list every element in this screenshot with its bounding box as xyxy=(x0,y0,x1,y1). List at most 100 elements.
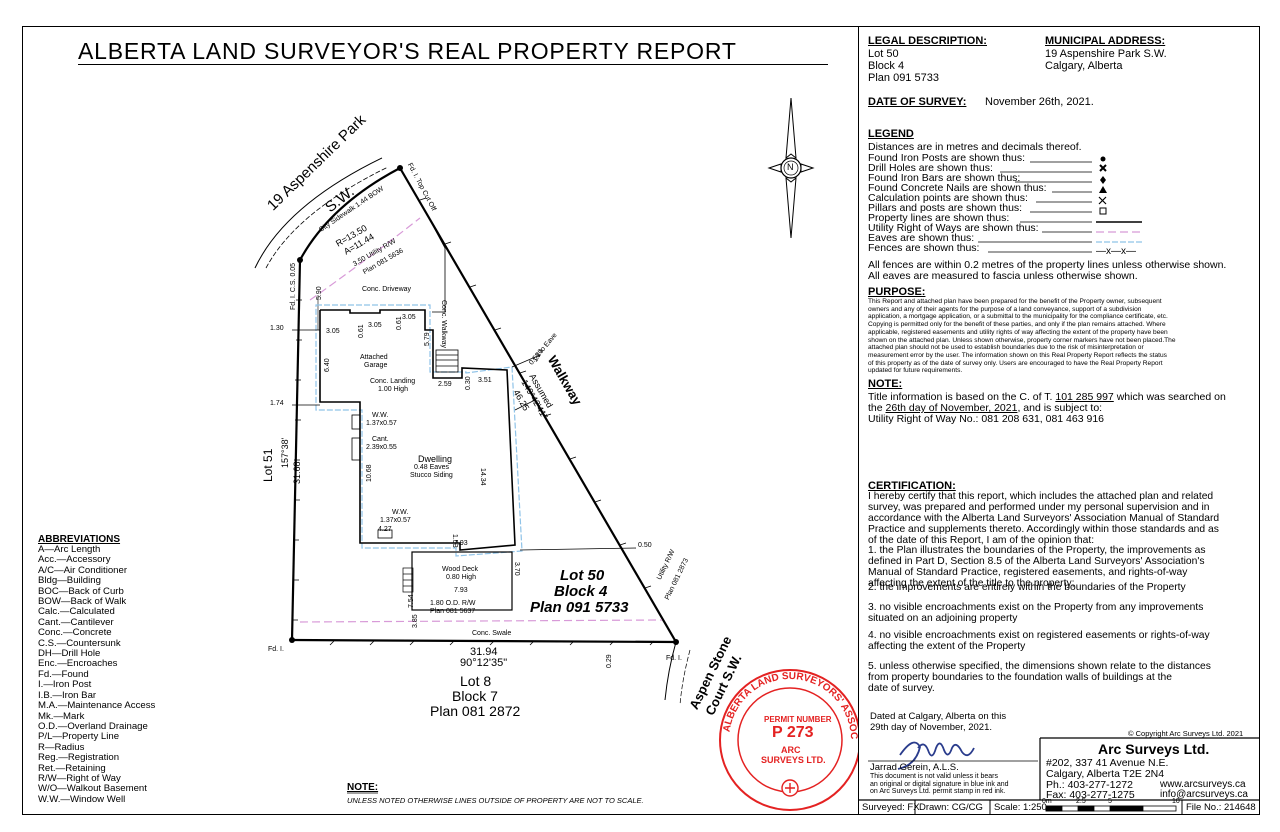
company-address-2: Calgary, Alberta T2E 2N4 xyxy=(1046,768,1165,780)
footer-scale: Scale: 1:250 xyxy=(994,802,1047,813)
od-rw-label: 1.80 O.D. R/W xyxy=(430,600,476,607)
dim-6-40: 6.40 xyxy=(324,358,331,372)
stamp-number: P 273 xyxy=(772,724,814,741)
lot51-label: Lot 51 xyxy=(261,448,275,482)
garage-label-1: Attached xyxy=(360,354,388,361)
landing-label-2: 1.00 High xyxy=(378,386,408,393)
company-phone: Ph.: 403-277-1272 xyxy=(1046,779,1133,791)
footer-surveyed: Surveyed: FX xyxy=(862,802,920,813)
dim-3-05-b: 3.05 xyxy=(368,322,382,329)
municipal-line-1: 19 Aspenshire Park S.W. xyxy=(1045,48,1167,60)
note-line-1: Title information is based on the C. of … xyxy=(868,391,1226,403)
footer-drawn: Drawn: CG/CG xyxy=(919,802,983,813)
certification-item-5: 5. unless otherwise specified, the dimen… xyxy=(868,661,1211,694)
company-name: Arc Surveys Ltd. xyxy=(1098,741,1210,757)
utility-rw-bottom xyxy=(299,619,663,623)
found-iron-left: Fd. I. C.S. 0.05 xyxy=(290,262,297,310)
abbreviation-item: W/O—Walkout Basement xyxy=(38,783,147,795)
house-foundation xyxy=(319,309,516,551)
cantilever xyxy=(351,437,361,461)
abbreviation-item: DH—Drill Hole xyxy=(38,648,101,660)
lot50-label: Lot 50 xyxy=(560,567,605,584)
dim-3-51: 3.51 xyxy=(478,377,492,384)
abbreviation-item: O.D.—Overland Drainage xyxy=(38,720,148,732)
abbreviation-item: A/C—Air Conditioner xyxy=(38,564,128,576)
window-well-1-label: W.W. xyxy=(372,412,389,419)
bottom-distance: 31.94 xyxy=(470,646,498,658)
abbreviation-item: Mk.—Mark xyxy=(38,710,85,722)
abbreviation-item: I.B.—Iron Bar xyxy=(38,689,97,701)
scale-tick-3: 10 xyxy=(1172,798,1180,805)
certification-item-2: 2. the improvements are entirely within … xyxy=(868,582,1186,593)
stamp-firm-1: ARC xyxy=(781,745,801,755)
cantilever-size: 2.39x0.55 xyxy=(366,444,397,451)
block7-label: Block 7 xyxy=(452,688,498,704)
dim-0-61-a: 0.61 xyxy=(358,324,365,338)
stamp-firm-2: SURVEYS LTD. xyxy=(761,755,826,765)
legend-item: Found Concrete Nails are shown thus: xyxy=(868,182,1047,194)
municipal-line-2: Calgary, Alberta xyxy=(1045,60,1123,72)
abbreviation-item: C.S.—Countersunk xyxy=(38,637,121,649)
survey-date-heading: DATE OF SURVEY: xyxy=(868,96,967,108)
dim-1-30: 1.30 xyxy=(270,325,284,332)
company-web[interactable]: www.arcsurveys.ca xyxy=(1160,779,1246,790)
window-well-2 xyxy=(377,529,393,539)
abbreviation-item: Bldg—Building xyxy=(38,575,101,587)
abbreviation-item: M.A.—Maintenance Access xyxy=(38,700,156,712)
certification-item-1: 1. the Plan illustrates the boundaries o… xyxy=(868,545,1206,589)
dim-10-68: 10.68 xyxy=(366,464,373,482)
company-email[interactable]: info@arcsurveys.ca xyxy=(1160,789,1248,800)
legal-lot: Lot 50 xyxy=(868,48,899,60)
dim-5-79: 5.79 xyxy=(424,332,431,346)
plan50-label: Plan 091 5733 xyxy=(530,599,629,616)
certification-intro: I hereby certify that this report, which… xyxy=(868,491,1220,546)
od-plan-label: Plan 081 5637 xyxy=(430,608,476,615)
purpose-text: This Report and attached plan have been … xyxy=(868,298,1176,375)
north-label: N xyxy=(787,162,794,172)
window-well-2-size: 1.37x0.57 xyxy=(380,517,411,524)
window-well-1 xyxy=(351,414,361,430)
abbreviation-item: Conc.—Concrete xyxy=(38,627,112,639)
dim-7-93-b: 7.93 xyxy=(454,587,468,594)
title-underline xyxy=(78,64,828,65)
legend-item: Eaves are shown thus: xyxy=(868,232,975,244)
abbreviations-heading: ABBREVIATIONS xyxy=(38,534,121,545)
survey-markers xyxy=(289,165,679,645)
dim-7-54: 7.54 xyxy=(408,594,415,608)
dim-4-27: 4.27 xyxy=(378,526,392,533)
certification-item-3: 3. no visible encroachments exist on the… xyxy=(868,602,1204,624)
scale-tick-0: 0m xyxy=(1042,798,1052,805)
lot51-distance: 31.68 xyxy=(292,461,302,484)
title-number: 101 285 997 xyxy=(1055,391,1114,403)
fence-marks xyxy=(292,197,655,646)
north-arrow-icon xyxy=(767,97,815,239)
note-heading: NOTE: xyxy=(868,378,903,390)
abbreviation-item: BOW—Back of Walk xyxy=(38,596,127,608)
company-address-1: #202, 337 41 Avenue N.E. xyxy=(1046,757,1169,769)
siding-label: Stucco Siding xyxy=(410,472,453,479)
walkway-edge xyxy=(417,197,446,313)
legend-item: Utility Right of Ways are shown thus: xyxy=(868,222,1039,234)
legend-heading: LEGEND xyxy=(868,128,914,140)
dim-3-70: 3.70 xyxy=(513,562,520,576)
sheet-border xyxy=(22,26,1260,815)
aspen-curb xyxy=(664,641,677,701)
legal-block: Block 4 xyxy=(868,60,905,72)
deck-label-2: 0.80 High xyxy=(446,574,476,581)
abbreviation-item: Acc.—Accessory xyxy=(38,554,111,566)
found-iron-bl: Fd. I. xyxy=(268,646,284,653)
walkway-label: Conc. Walkway xyxy=(440,300,447,348)
company-fax: Fax: 403-277-1275 xyxy=(1046,789,1135,801)
street-curb-outer xyxy=(254,157,383,269)
abbreviation-item: I.—Iron Post xyxy=(38,679,92,691)
note-line-2: the 26th day of November, 2021, and is s… xyxy=(868,402,1103,414)
street-sidewalk xyxy=(265,166,389,269)
scale-tick-2: 5 xyxy=(1108,798,1112,805)
legend-note-1: All fences are within 0.2 metres of the … xyxy=(868,259,1227,271)
dim-2-59: 2.59 xyxy=(438,381,452,388)
deck-label-1: Wood Deck xyxy=(442,566,479,573)
abbreviation-item: Enc.—Encroaches xyxy=(38,658,118,670)
panel-divider xyxy=(858,26,859,815)
dim-14-34: 14.34 xyxy=(479,468,486,486)
